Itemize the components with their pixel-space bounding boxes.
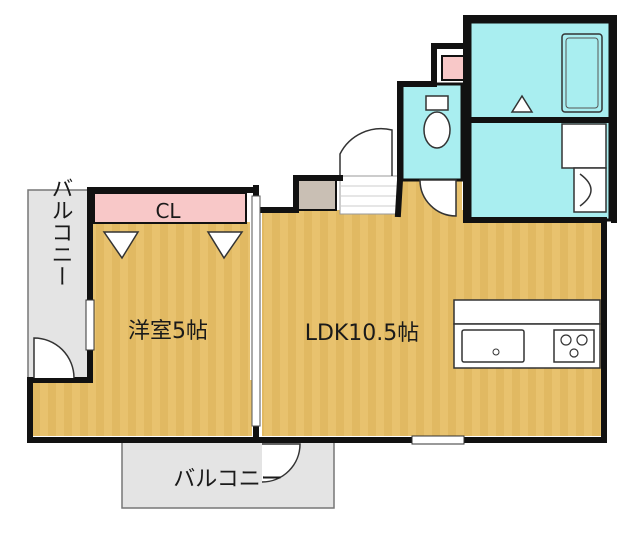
- toilet-door-swing: [419, 179, 457, 217]
- kitchen-counter: [453, 299, 601, 325]
- shoe-storage: [295, 179, 337, 211]
- western-room-floor-lower: [32, 380, 252, 436]
- kitchen-sink: [461, 329, 525, 363]
- western-room-label: 洋室5帖: [128, 319, 208, 344]
- balcony-bottom-door-swing: [261, 443, 301, 483]
- burner-icon-1: [560, 334, 572, 346]
- toilet-tank: [425, 95, 449, 111]
- window-side: [85, 299, 95, 351]
- closet-door-left: [102, 231, 140, 260]
- balcony-side-label: バルコニー: [48, 177, 73, 287]
- washbasin-bowl: [579, 173, 592, 207]
- window-partition: [251, 195, 261, 427]
- entrance-door-swing: [339, 127, 393, 176]
- washbasin: [573, 167, 607, 213]
- ldk-label: LDK10.5帖: [305, 321, 420, 346]
- washing-machine-space: [561, 123, 607, 169]
- entrance-area: [339, 175, 401, 215]
- small-pink-storage: [441, 55, 467, 81]
- burner-icon-3: [569, 348, 579, 358]
- burner-icon-2: [576, 334, 588, 346]
- sink-drain-icon: [492, 348, 500, 356]
- bathtub-inner: [565, 37, 599, 109]
- window-bottom: [411, 435, 465, 445]
- closet-door-right: [206, 231, 244, 260]
- bath-door-icon: [510, 94, 534, 113]
- balcony-side-door-swing: [33, 337, 75, 379]
- bathtub: [561, 33, 603, 113]
- toilet-bowl: [423, 111, 451, 149]
- balcony-bottom-label: バルコニー: [173, 467, 283, 492]
- closet-label: CL: [155, 199, 181, 223]
